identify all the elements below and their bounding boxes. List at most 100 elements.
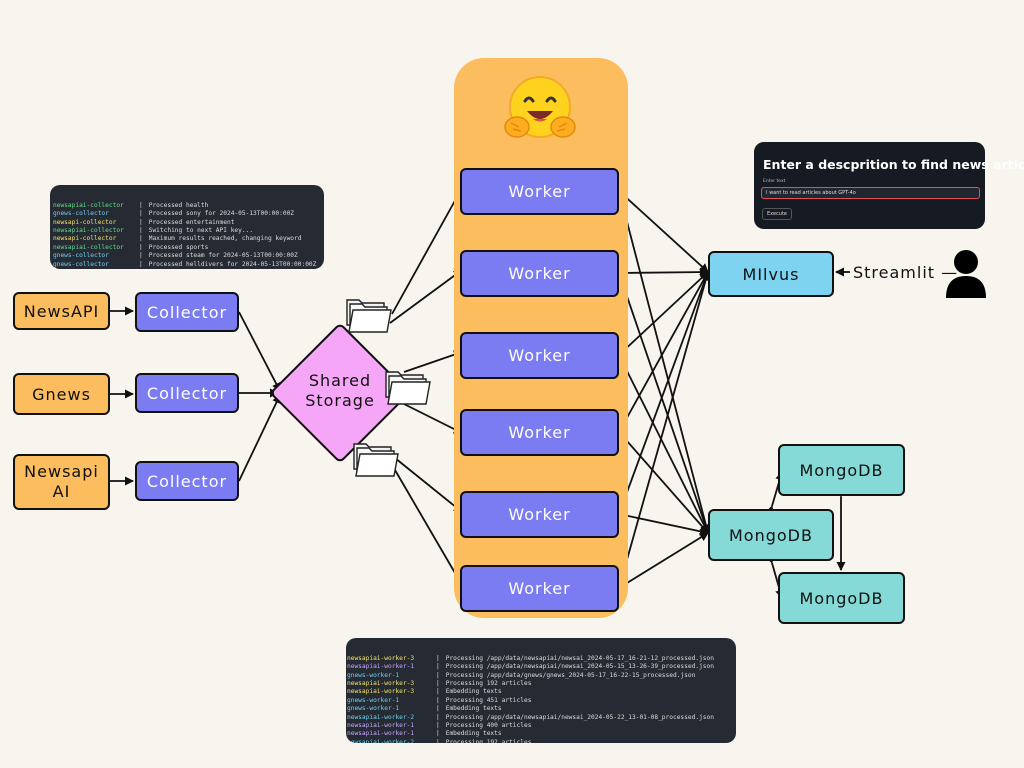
log-service-name: gnews-worker-1 (347, 671, 400, 679)
log-separator: | (139, 201, 143, 209)
worker-to-milvus-arrow (618, 271, 709, 433)
source-newsapi: NewsAPI (13, 292, 110, 330)
log-row: newsapiai-worker-3 | Processing 192 articl… (347, 680, 736, 688)
log-row: newsapiai-worker-2|Processing /app/data/… (347, 714, 736, 722)
mongodb-label: MongoDB (729, 525, 813, 545)
log-separator: | (436, 738, 440, 743)
mongodb-replica-bottom: MongoDB (778, 572, 905, 624)
log-message: Processing /app/data/newsapiai/newsai_20… (445, 654, 714, 662)
log-service-name: newsapiai-collector (53, 227, 124, 235)
storage-to-worker-arrow (391, 187, 463, 315)
streamlit-text-input[interactable]: I want to read articles about GPT-4o (761, 187, 980, 199)
log-separator: | (436, 654, 440, 662)
source-label: NewsAPI (23, 301, 100, 321)
worker-1: Worker (460, 168, 619, 215)
execute-button[interactable]: Execute (762, 208, 792, 220)
collector-to-storage-arrow (238, 394, 281, 482)
collector-label: Collector (146, 302, 228, 322)
collector-label: Collector (146, 383, 228, 403)
log-service-name: gnews-collector (53, 210, 109, 218)
streamlit-label: Streamlit — (853, 263, 959, 282)
folder-icon (353, 443, 399, 477)
mongodb-label: MongoDB (799, 460, 884, 480)
shared-storage-label: Shared Storage (305, 371, 375, 410)
log-row: newsapiai-worker-2 | Processing 192 articl… (347, 739, 736, 743)
source-gnews: Gnews (13, 373, 110, 415)
log-row: gnews-collector|Processed steam for 2024… (53, 252, 324, 260)
log-row: newsapi-collector | Maximum results reache… (53, 235, 324, 243)
worker-to-milvus-arrow (618, 271, 710, 515)
log-separator: | (436, 696, 440, 704)
collector-1: Collector (135, 292, 239, 332)
log-message: Processed helldivers for 2024-05-13T00:0… (148, 260, 317, 268)
worker-2: Worker (460, 250, 619, 297)
log-row: newsapiai-worker-1|Processing /app/data/… (347, 663, 736, 671)
log-service-name: newsapiai-collector (53, 243, 124, 251)
log-message: Maximum results reached, changing keywor… (148, 235, 302, 243)
log-separator: | (139, 218, 143, 226)
log-service-name: newsapi-collector (53, 235, 117, 243)
storage-to-worker-arrow (403, 403, 463, 434)
log-message: Processed sony for 2024-05-13T00:00:00Z (148, 210, 295, 218)
worker-to-milvus-arrow (618, 190, 709, 273)
mongodb-replica-top: MongoDB (778, 444, 905, 496)
log-message: Processed entertainment (148, 218, 235, 226)
folder-icon (346, 299, 392, 333)
log-message: Processing 192 articles (445, 738, 532, 743)
log-service-name: newsapiai-worker-1 (347, 730, 415, 738)
worker-to-milvus-arrow (618, 271, 711, 589)
log-row: newsapiai-worker-1|Embedding texts (347, 730, 736, 738)
storage-to-worker-arrow (389, 269, 463, 324)
log-separator: | (139, 235, 143, 243)
log-separator: | (139, 210, 143, 218)
log-service-name: newsapiai-worker-3 (347, 680, 415, 688)
log-service-name: gnews-worker-1 (347, 705, 400, 713)
log-row: newsapiai-worker-1|Processing 400 articl… (347, 722, 736, 730)
log-service-name: newsapi-collector (53, 218, 117, 226)
worker-label: Worker (508, 579, 571, 598)
user-icon (946, 250, 986, 298)
worker-to-milvus-arrow (618, 271, 709, 356)
log-row: gnews-worker-1|Processing /app/data/gnew… (347, 672, 736, 680)
log-separator: | (436, 722, 440, 730)
log-separator: | (436, 671, 440, 679)
mongodb-label: MongoDB (799, 588, 884, 608)
mongodb-primary: MongoDB (708, 509, 834, 561)
log-message: Processing /app/data/newsapiai/newsai_20… (445, 663, 714, 671)
storage-to-worker-arrow (403, 350, 463, 373)
log-row: newsapiai-collector|Processed sports (53, 244, 324, 252)
log-service-name: gnews-collector (53, 252, 109, 260)
log-row: gnews-collector|Processed helldivers for… (53, 261, 324, 269)
worker-log-terminal: newsapiai-worker-3 | Processing /app/data/… (346, 638, 736, 743)
log-message: Processing /app/data/newsapiai/newsai_20… (445, 713, 714, 721)
collector-2: Collector (135, 373, 239, 413)
folder-icon (385, 371, 431, 405)
log-separator: | (436, 705, 440, 713)
log-message: Processed steam for 2024-05-13T00:00:00Z (148, 252, 298, 260)
log-message: Processing 192 articles (445, 680, 532, 688)
log-row: gnews-worker-1|Embedding texts (347, 705, 736, 713)
log-separator: | (436, 663, 440, 671)
log-service-name: newsapiai-worker-2 (347, 713, 415, 721)
worker-6: Worker (460, 565, 619, 612)
worker-to-mongodb-arrow (618, 431, 709, 534)
log-separator: | (139, 260, 143, 268)
storage-to-worker-arrow (394, 457, 463, 513)
log-row: newsapi-collector | Processed entertainmen… (53, 219, 324, 227)
log-service-name: newsapiai-worker-2 (347, 738, 415, 743)
streamlit-app-title: Enter a descprition to find news article… (763, 157, 1024, 172)
log-separator: | (436, 680, 440, 688)
log-service-name: newsapiai-collector (53, 201, 124, 209)
log-service-name: newsapiai-worker-3 (347, 688, 415, 696)
worker-3: Worker (460, 332, 619, 379)
worker-log-rows: newsapiai-worker-3 | Processing /app/data/… (347, 655, 736, 743)
worker-to-mongodb-arrow (618, 532, 709, 589)
log-row: gnews-collector | Processed sony for 2024-… (53, 210, 324, 218)
log-row: newsapiai-worker-3|Embedding texts (347, 688, 736, 696)
log-row: newsapiai-worker-3|Processing /app/data/… (347, 655, 736, 663)
milvus-node: MIlvus (708, 251, 834, 297)
milvus-label: MIlvus (742, 264, 800, 284)
worker-label: Worker (508, 423, 571, 442)
